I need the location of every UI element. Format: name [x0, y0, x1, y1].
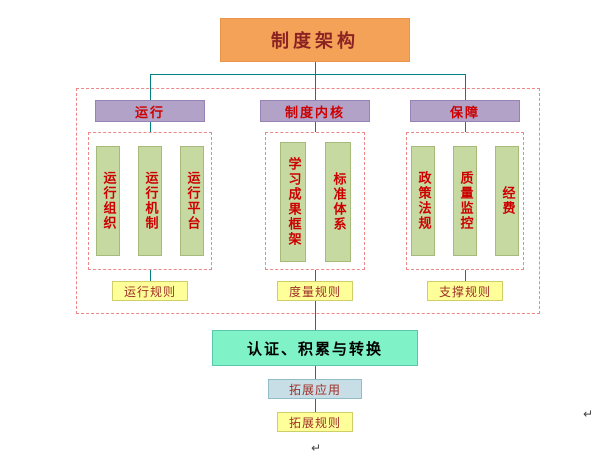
core-header: 制度内核 — [260, 100, 370, 122]
line-break-mark-icon: ↵ — [311, 441, 322, 455]
extension-app-box: 拓展应用 — [268, 379, 362, 399]
operation-item-organization: 运行组织 — [96, 146, 120, 256]
support-item-policy-regulation: 政策法规 — [411, 146, 435, 256]
certification-box: 认证、积累与转换 — [212, 330, 418, 366]
connector-drop-support — [465, 74, 466, 101]
connector-group-to-measure-rule — [315, 270, 316, 281]
operation-item-mechanism: 运行机制 — [138, 146, 162, 256]
connector-group-to-support-rule — [465, 270, 466, 281]
connector-top-horizontal — [150, 74, 466, 75]
support-item-funding: 经费 — [495, 146, 519, 256]
connector-support-to-group — [465, 122, 466, 132]
connector-drop-operation — [150, 74, 151, 101]
support-item-quality-monitoring: 质量监控 — [453, 146, 477, 256]
extension-rule-box: 拓展规则 — [277, 412, 353, 432]
root-title-box: 制度架构 — [220, 18, 410, 62]
line-break-mark-icon: ↵ — [583, 407, 594, 421]
outer-dashed-frame — [76, 88, 540, 314]
operation-header: 运行 — [95, 100, 205, 122]
core-item-learning-outcomes-framework: 学习成果框架 — [280, 142, 306, 262]
support-group-frame — [406, 132, 524, 270]
connector-core-to-group — [315, 122, 316, 132]
connector-operation-to-group — [150, 122, 151, 132]
support-header: 保障 — [410, 100, 520, 122]
operation-group-frame — [88, 132, 212, 270]
connector-drop-core — [315, 74, 316, 101]
core-item-standard-system: 标准体系 — [325, 142, 351, 262]
operation-item-platform: 运行平台 — [180, 146, 204, 256]
measurement-rule-box: 度量规则 — [277, 281, 353, 301]
operation-rule-box: 运行规则 — [112, 281, 188, 301]
core-group-frame — [265, 132, 365, 270]
connector-certification-to-app — [315, 366, 316, 379]
connector-rule-to-certification — [315, 301, 316, 330]
connector-root-stub — [315, 62, 316, 75]
connector-app-to-extension-rule — [315, 399, 316, 412]
connector-group-to-operation-rule — [150, 270, 151, 281]
support-rule-box: 支撑规则 — [427, 281, 503, 301]
